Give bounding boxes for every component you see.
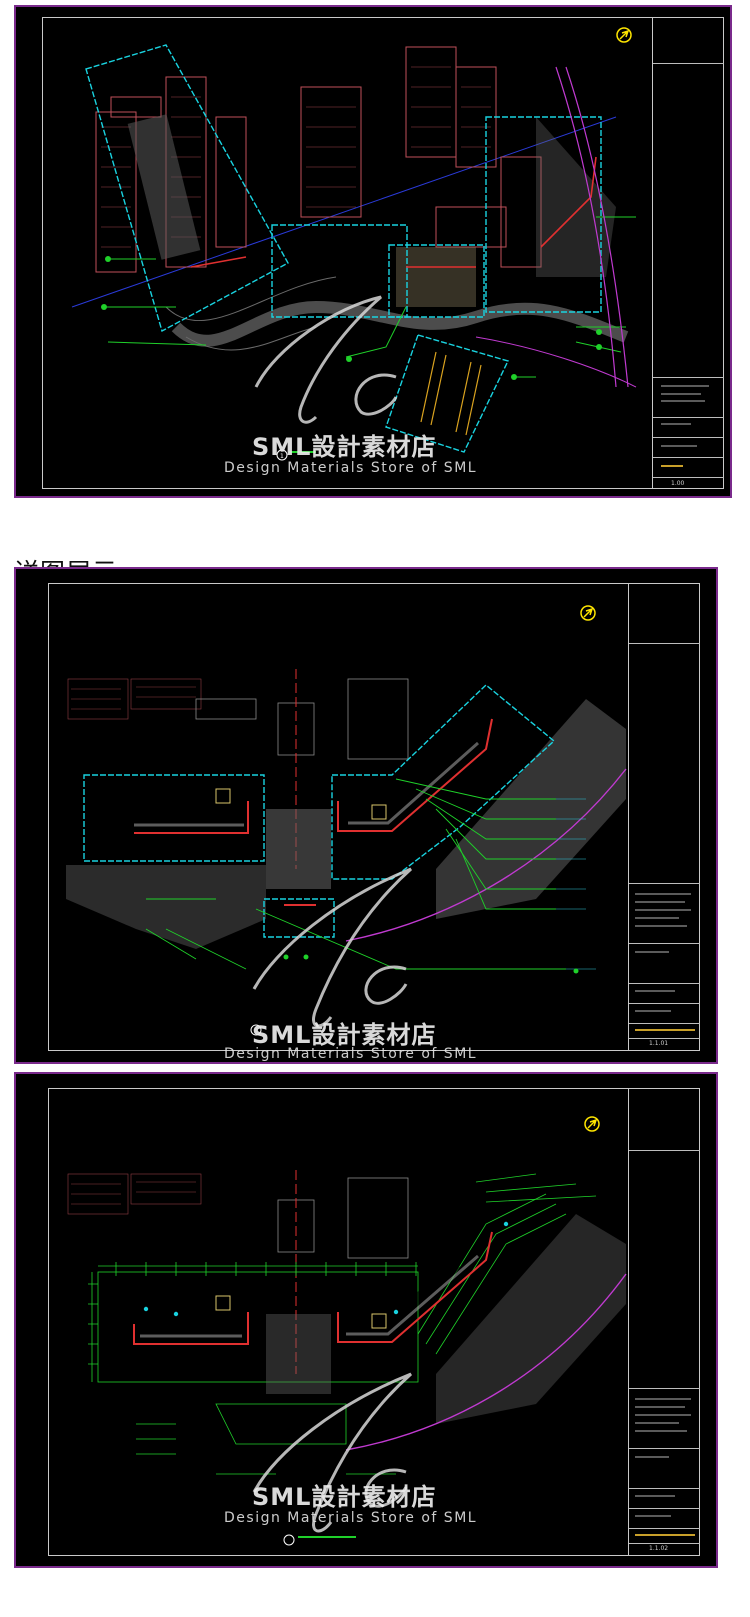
title-block: 1.1.02 xyxy=(628,1088,700,1556)
title-block: 1.00 xyxy=(652,17,724,489)
watermark-subtitle: Design Materials Store of SML xyxy=(224,1510,478,1526)
entrance-plaza-plan xyxy=(66,605,627,1036)
north-arrow-icon xyxy=(580,605,596,621)
watermark-subtitle: Design Materials Store of SML xyxy=(224,1046,478,1062)
drawing-border xyxy=(48,1088,700,1556)
watermark-subtitle: Design Materials Store of SML xyxy=(224,460,478,476)
watermark-monogram-icon xyxy=(254,295,398,424)
drawing-sheet-1: 1.00 xyxy=(14,5,732,498)
drawing-number: 1.1.01 xyxy=(649,1040,669,1047)
site-plan-overview: 1 xyxy=(71,27,637,461)
entrance-plaza-dimension-plan xyxy=(67,1116,627,1546)
drawing-number: 1.00 xyxy=(671,480,685,487)
watermark-monogram-icon xyxy=(252,867,412,1028)
drawing-sheet-3: 1.1.02 xyxy=(14,1072,718,1568)
title-block: 1.1.01 xyxy=(628,583,700,1051)
drawing-sheet-2: 1.1.01 xyxy=(14,567,718,1064)
drawing-number: 1.1.02 xyxy=(649,1545,669,1552)
watermark-text: SML設計素材店 xyxy=(252,1483,437,1511)
watermark-monogram-icon xyxy=(252,1372,412,1533)
svg-text:1: 1 xyxy=(280,453,284,460)
drawing-border xyxy=(48,583,700,1051)
north-arrow-icon xyxy=(584,1116,600,1132)
watermark-text: SML設計素材店 xyxy=(252,433,437,461)
watermark-text: SML設計素材店 xyxy=(252,1021,437,1049)
drawing-border xyxy=(42,17,724,489)
north-arrow-icon xyxy=(616,27,632,43)
